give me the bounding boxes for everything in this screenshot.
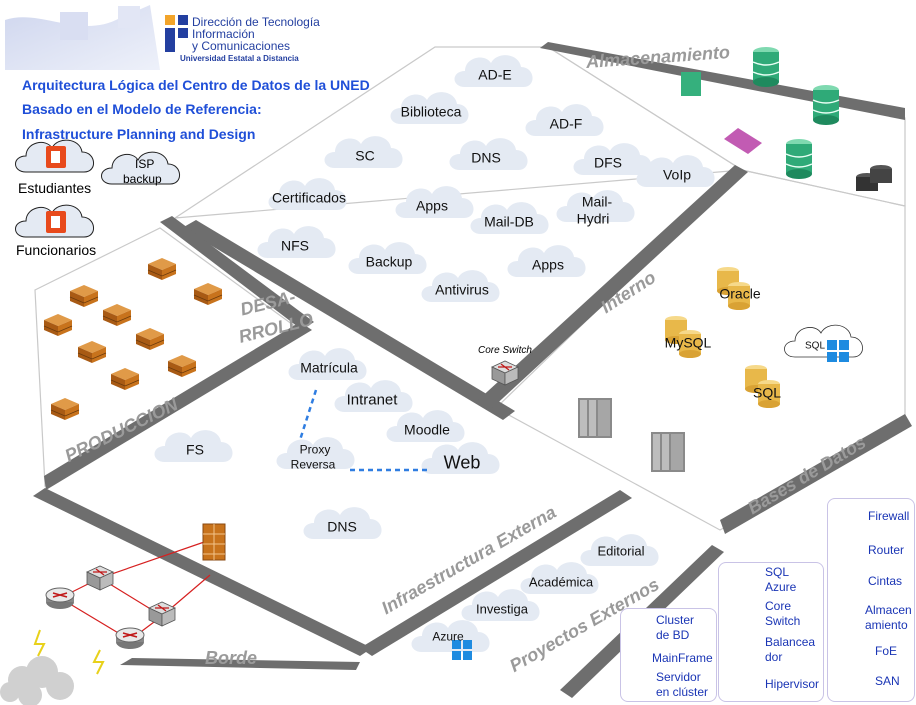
service-voip: VoIp bbox=[662, 166, 692, 183]
proxy-links bbox=[298, 389, 430, 472]
service-dns-external: DNS bbox=[327, 518, 357, 535]
service-intranet: Intranet bbox=[346, 391, 398, 409]
service-proxy-2: Reversa bbox=[290, 457, 336, 472]
legend-lb-1: Balancea bbox=[765, 635, 816, 649]
legend-server-2: en clúster bbox=[656, 685, 709, 699]
database-icons bbox=[578, 267, 864, 472]
legend-mainframe: MainFrame bbox=[652, 651, 713, 665]
service-ad-e: AD-E bbox=[478, 66, 512, 83]
header-title: Arquitectura Lógica del Centro de Datos … bbox=[22, 77, 370, 93]
storage-icons bbox=[681, 46, 892, 191]
service-mail-hybrid-1: Mail- bbox=[581, 193, 613, 210]
service-web: Web bbox=[443, 452, 481, 473]
legend-core-2: Switch bbox=[765, 614, 801, 628]
legend-san: SAN bbox=[875, 674, 900, 688]
legend-box-3 bbox=[827, 498, 915, 702]
legend-tapes: Cintas bbox=[868, 574, 903, 588]
legend-hypervisor: Hipervisor bbox=[765, 677, 820, 691]
band-db-lower bbox=[720, 414, 912, 534]
service-mail-db: Mail-DB bbox=[484, 213, 534, 230]
isp-line-2: backup bbox=[123, 172, 162, 186]
staff-label: Funcionarios bbox=[16, 242, 97, 258]
logo-subtitle: Universidad Estatal a Distancia bbox=[180, 54, 299, 63]
students-label: Estudiantes bbox=[18, 180, 92, 196]
service-proxy-1: Proxy bbox=[299, 442, 331, 457]
service-dns-internal: DNS bbox=[471, 149, 501, 166]
legend-foe: FoE bbox=[875, 644, 898, 658]
logo-line-2: Información bbox=[192, 27, 255, 41]
service-moodle: Moodle bbox=[404, 421, 450, 438]
db-sql-badge: SQL bbox=[804, 340, 826, 352]
service-fs: FS bbox=[186, 441, 204, 458]
isp-line-1: ISP bbox=[135, 157, 155, 171]
band-internal-lower bbox=[182, 220, 515, 420]
header-model: Infrastructure Planning and Design bbox=[22, 126, 256, 142]
service-antivirus: Antivirus bbox=[435, 281, 489, 298]
legend-router: Router bbox=[868, 543, 905, 557]
edge-network bbox=[0, 523, 226, 705]
legend-storage-2: amiento bbox=[865, 618, 908, 632]
legend-core-1: Core bbox=[765, 599, 792, 613]
legend-box-2 bbox=[718, 562, 824, 702]
db-sql: SQL bbox=[752, 384, 782, 401]
service-dfs: DFS bbox=[594, 154, 622, 171]
legend-cluster-1: Cluster bbox=[656, 613, 695, 627]
service-editorial: Editorial bbox=[597, 543, 645, 559]
zone-edge: Borde bbox=[205, 648, 258, 668]
service-research: Investiga bbox=[475, 601, 529, 617]
service-academic: Académica bbox=[528, 574, 594, 590]
legend-lb-2: dor bbox=[765, 650, 783, 664]
header-subtitle: Basado en el Modelo de Referencia: bbox=[22, 101, 262, 117]
service-certificates: Certificados bbox=[272, 189, 346, 206]
db-mysql: MySQL bbox=[664, 334, 712, 351]
logo-line-3: y Comunicaciones bbox=[192, 39, 291, 53]
band-dev bbox=[160, 216, 314, 330]
legend-box-1 bbox=[620, 608, 717, 702]
db-oracle: Oracle bbox=[719, 285, 761, 302]
legend-server-1: Servidor bbox=[656, 670, 701, 684]
legend-firewall: Firewall bbox=[868, 509, 910, 523]
service-apps-1: Apps bbox=[416, 197, 448, 214]
band-edge bbox=[120, 658, 360, 670]
service-ad-f: AD-F bbox=[549, 115, 583, 132]
service-apps-2: Apps bbox=[532, 256, 564, 273]
band-external-left bbox=[33, 488, 372, 656]
service-mail-hybrid-2: Hydri bbox=[576, 210, 610, 227]
logo-line-1: Dirección de Tecnología bbox=[192, 15, 320, 29]
legend-sqlazure-2: Azure bbox=[765, 580, 797, 594]
service-nfs: NFS bbox=[281, 237, 309, 254]
service-library: Biblioteca bbox=[400, 103, 462, 120]
core-switch-label: Core Switch bbox=[478, 345, 532, 356]
band-internal-db bbox=[476, 165, 748, 410]
band-external-right bbox=[360, 490, 632, 656]
legend-cluster-2: de BD bbox=[656, 628, 690, 642]
service-azure: Azure bbox=[432, 629, 464, 644]
legend-storage-1: Almacen bbox=[865, 603, 912, 617]
legend-sqlazure-1: SQL bbox=[765, 565, 790, 579]
service-enrollment: Matrícula bbox=[300, 359, 358, 376]
service-backup: Backup bbox=[365, 253, 413, 270]
service-sc: SC bbox=[355, 147, 375, 164]
band-production bbox=[44, 322, 312, 490]
